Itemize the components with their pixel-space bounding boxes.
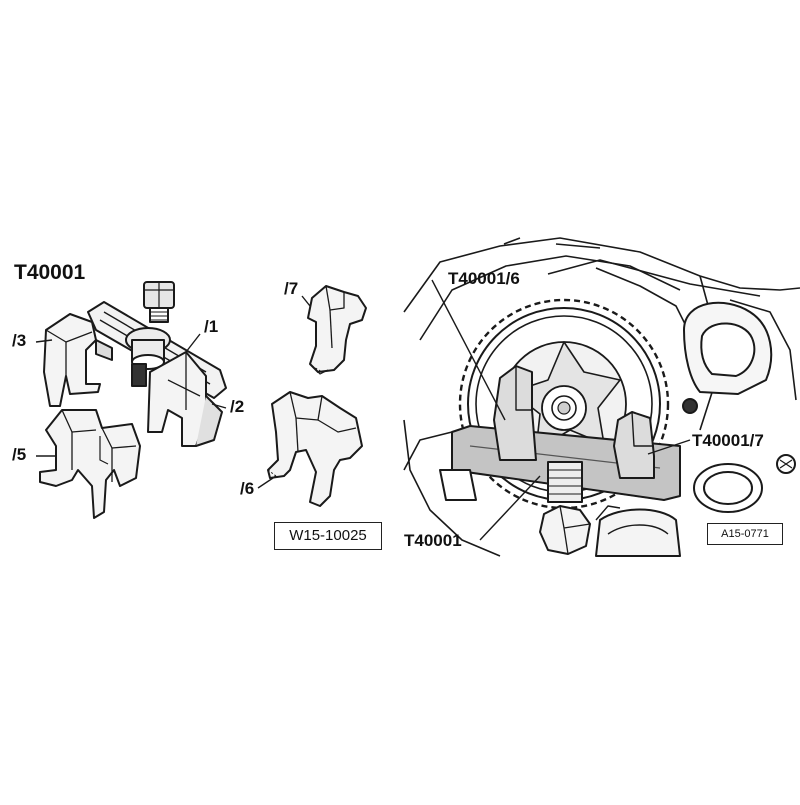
- left-exploded-view: [35, 281, 367, 519]
- left-leader-lines: [35, 295, 311, 489]
- engine-background: [403, 237, 800, 557]
- label-part-7: /7: [284, 279, 299, 298]
- label-part-1: /1: [204, 317, 219, 336]
- puller-leg-2: [147, 351, 223, 447]
- label-tool: T40001: [404, 531, 462, 550]
- label-part-2: /2: [230, 397, 245, 416]
- label-tool-7: T40001/7: [692, 431, 764, 450]
- label-part-3: /3: [12, 331, 27, 350]
- installed-jaw-7: [613, 411, 655, 479]
- label-part-6: /6: [240, 479, 255, 498]
- engine-components: [403, 301, 796, 557]
- installed-jaw-6: [493, 365, 537, 461]
- right-installation-view: [403, 237, 800, 557]
- puller-jaw-7: [307, 285, 367, 375]
- installed-spindle: [539, 461, 621, 555]
- puller-jaw-5: [39, 409, 141, 519]
- right-figure-code: A15-0771: [707, 523, 783, 545]
- left-figure-title: T40001: [14, 261, 86, 284]
- puller-jaw-6: [267, 391, 363, 507]
- label-tool-6: T40001/6: [448, 269, 520, 288]
- left-figure-code: W15-10025: [274, 522, 382, 550]
- label-part-5: /5: [12, 445, 27, 464]
- puller-spindle: [125, 281, 175, 387]
- right-leader-lines: [431, 279, 691, 541]
- puller-jaw-3: [43, 313, 113, 407]
